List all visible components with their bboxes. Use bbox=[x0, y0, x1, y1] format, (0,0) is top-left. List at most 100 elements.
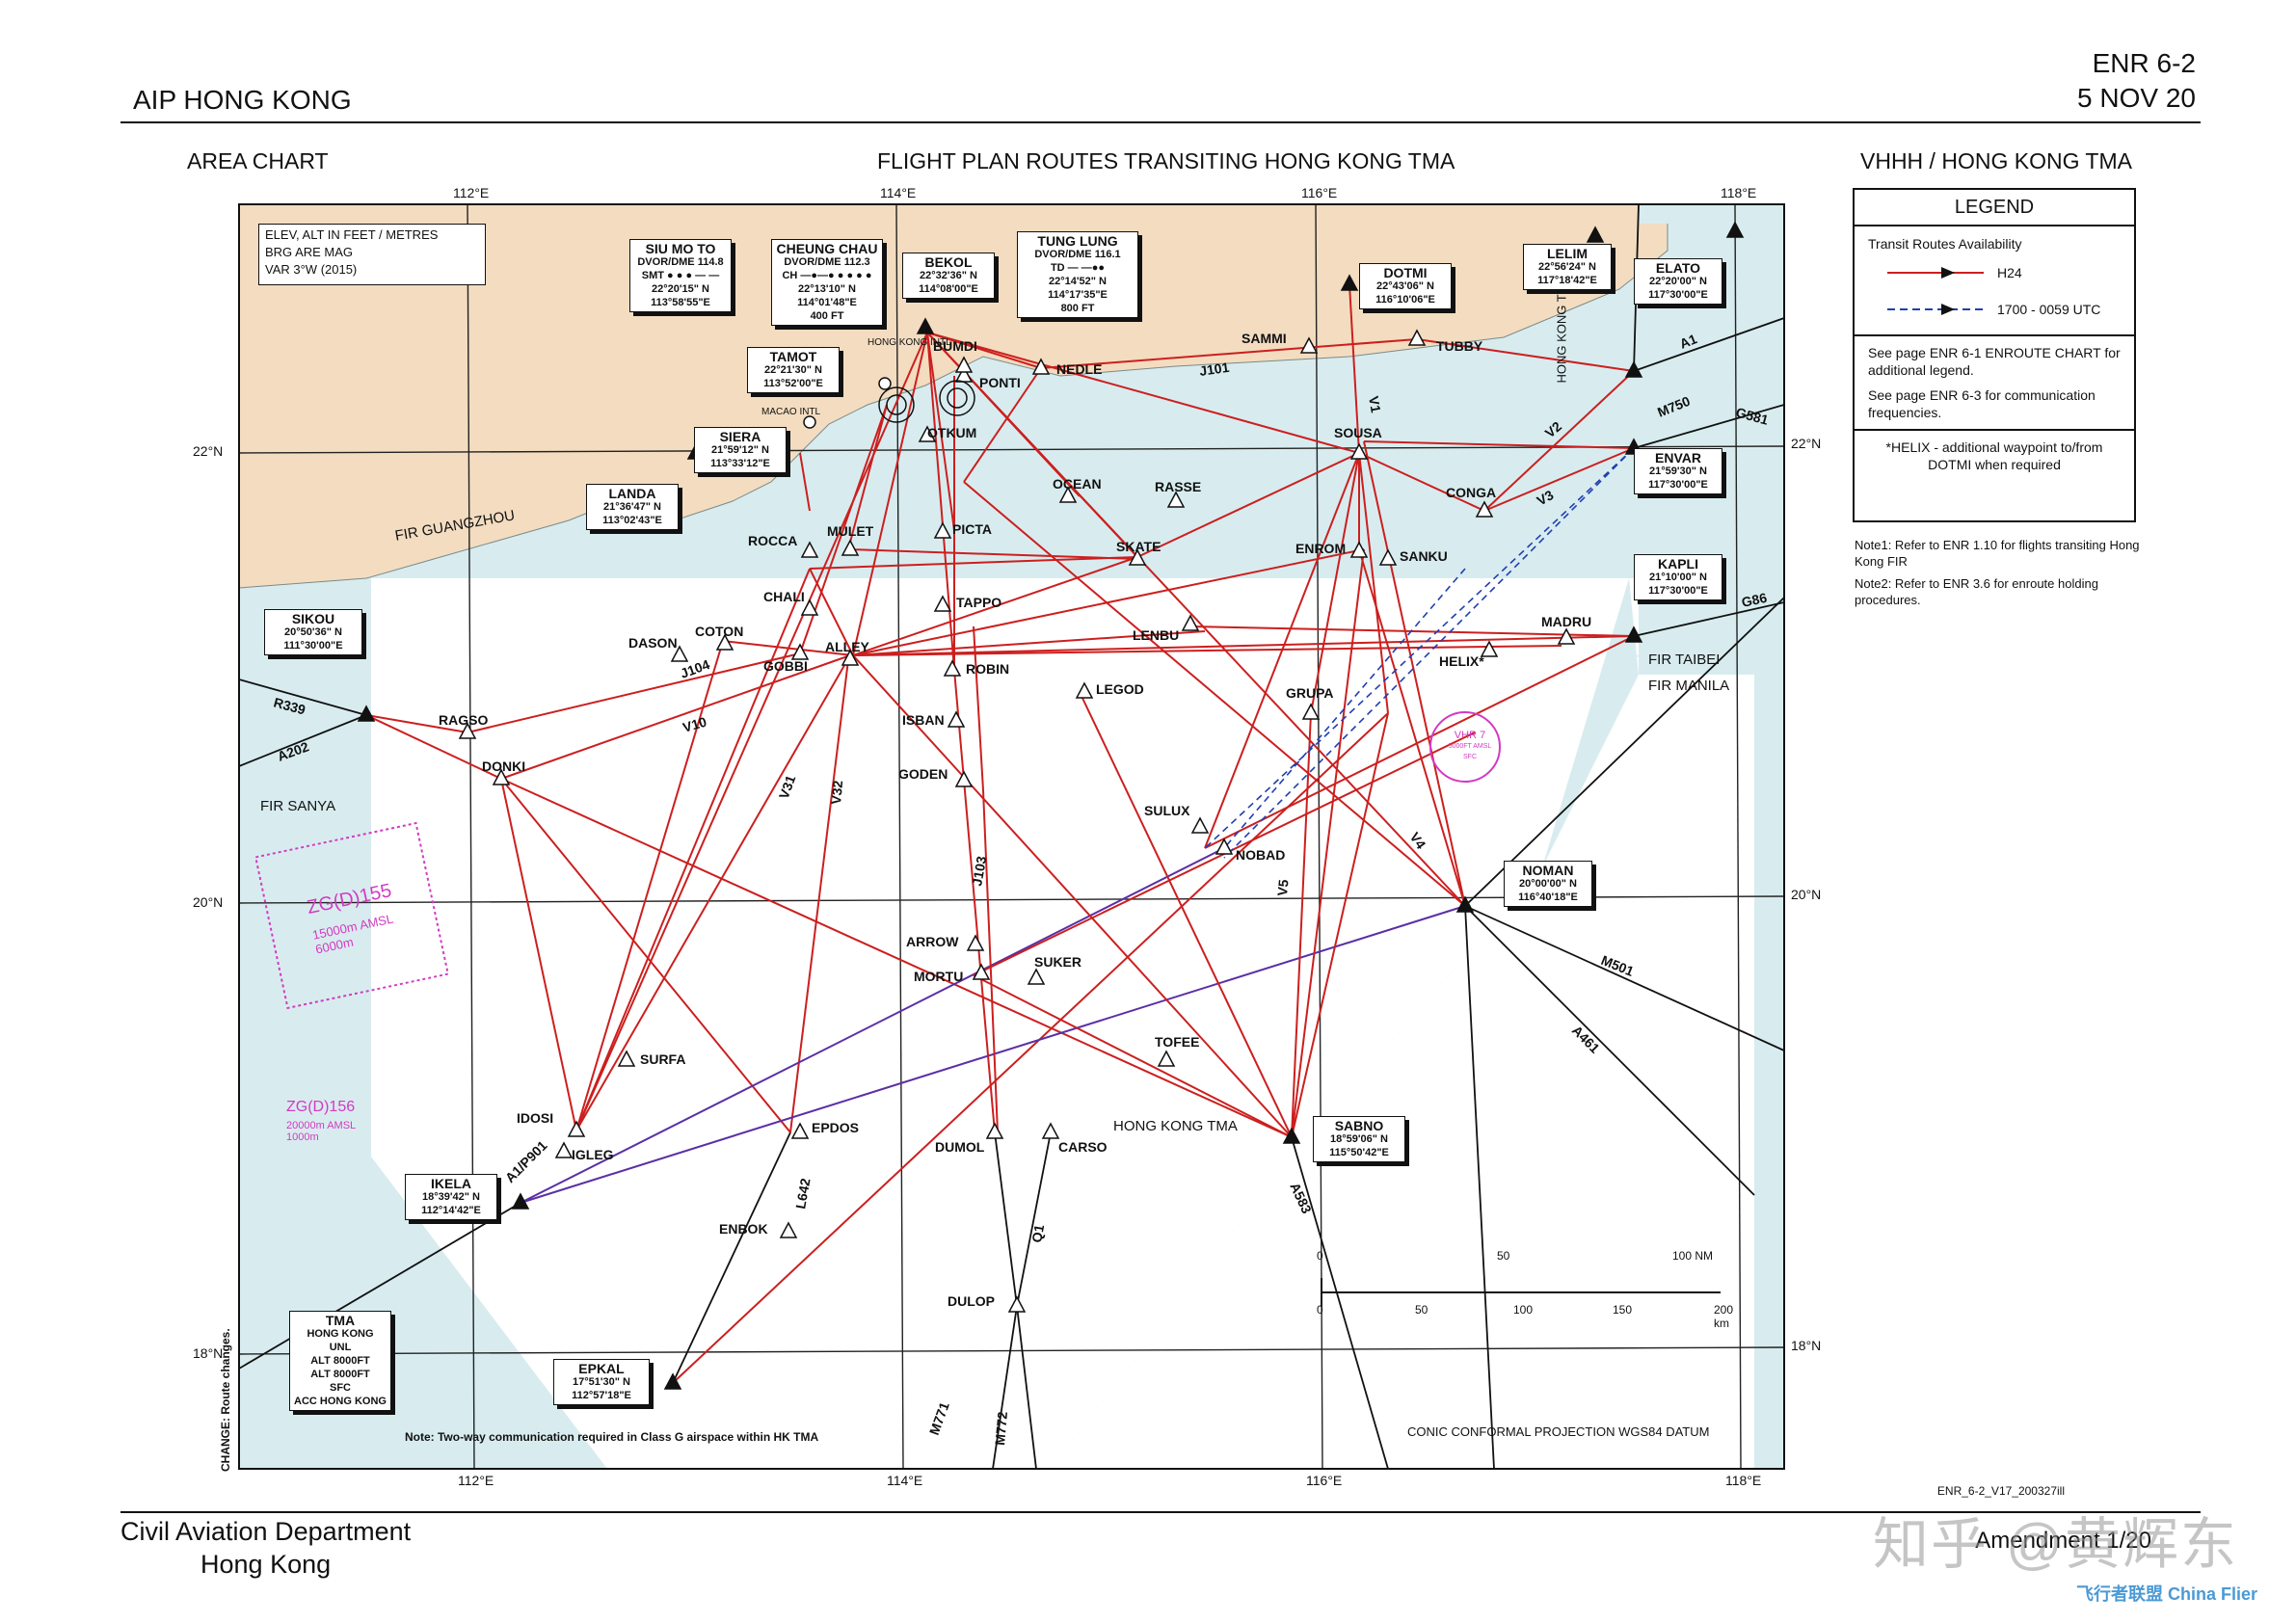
legend-subtitle: Transit Routes Availability bbox=[1868, 236, 2022, 252]
info-brg: BRG ARE MAG bbox=[265, 245, 354, 259]
box-line: CH —●—● ● ● ● ● bbox=[782, 270, 872, 281]
scale-nm-0: 0 bbox=[1317, 1249, 1323, 1263]
waypoint-label: ENBOK bbox=[719, 1221, 768, 1237]
box-line: 113°02'43"E bbox=[602, 515, 662, 526]
utc-route-symbol bbox=[1887, 304, 1984, 315]
lon-112-top: 112°E bbox=[453, 185, 490, 200]
scale-bar: 0 50 100 NM 0 50 100 150 200 km bbox=[1317, 1249, 1735, 1330]
waypoint-label: RAGSO bbox=[439, 712, 488, 728]
box-title: KAPLI bbox=[1658, 556, 1698, 572]
waypoint-label: IDOSI bbox=[517, 1110, 553, 1126]
info-elev: ELEV, ALT IN FEET / METRES bbox=[265, 227, 439, 242]
box-title: TUNG LUNG bbox=[1037, 233, 1118, 249]
restricted-areas bbox=[254, 711, 1501, 1010]
box-line: 22°56'24" N bbox=[1538, 261, 1596, 273]
waypoint-label: GODEN bbox=[898, 766, 948, 782]
box-title: IKELA bbox=[431, 1176, 471, 1191]
waypoint-nedle-icon bbox=[1031, 358, 1051, 375]
scale-nm-100: 100 NM bbox=[1672, 1249, 1714, 1263]
airway-label: M772 bbox=[992, 1411, 1010, 1446]
box-line: 114°01'48"E bbox=[797, 297, 857, 308]
lat-22-right: 22°N bbox=[1791, 436, 1822, 451]
reporting-point-icon bbox=[663, 1372, 682, 1390]
box-line: ALT 8000FT bbox=[310, 1355, 370, 1367]
airway-label: V10 bbox=[681, 714, 708, 735]
airway-label: G86 bbox=[1740, 590, 1768, 610]
box-title: SIU MO TO bbox=[645, 241, 716, 256]
waypoint-label: EPDOS bbox=[812, 1120, 859, 1135]
waypoint-tubby-icon bbox=[1407, 329, 1427, 346]
waypoint-sanku-icon bbox=[1378, 548, 1398, 566]
box-line: ACC HONG KONG bbox=[294, 1396, 387, 1407]
box-line: 22°20'00" N bbox=[1649, 276, 1707, 287]
waypoint-label: DONKI bbox=[482, 758, 525, 774]
main-title: FLIGHT PLAN ROUTES TRANSITING HONG KONG … bbox=[877, 148, 1455, 173]
waypoint-sulux-icon bbox=[1190, 816, 1210, 834]
box-line: 116°40'18"E bbox=[1518, 891, 1578, 903]
waypoint-label: NEDLE bbox=[1056, 361, 1102, 377]
waypoint-label: NOBAD bbox=[1236, 847, 1285, 863]
box-line: 20°50'36" N bbox=[284, 626, 342, 638]
waypoint-label: DASON bbox=[628, 635, 678, 651]
airway-label: L642 bbox=[792, 1177, 813, 1210]
box-title: SIERA bbox=[719, 429, 761, 444]
lon-112-bottom: 112°E bbox=[458, 1473, 494, 1488]
waypoint-rocca-icon bbox=[800, 541, 819, 558]
page-reference: ENR 6-2 5 NOV 20 bbox=[2077, 46, 2196, 116]
lon-116-bottom: 116°E bbox=[1306, 1473, 1343, 1488]
footer-rule bbox=[120, 1511, 2201, 1513]
vhr7-label: VHR 7 bbox=[1454, 730, 1486, 741]
waypoint-sousa-icon bbox=[1349, 442, 1369, 460]
vhr7-lower: SFC bbox=[1463, 754, 1477, 760]
waypoint-label: RASSE bbox=[1155, 479, 1201, 494]
waypoint-epdos-icon bbox=[790, 1122, 810, 1139]
footer-amendment: Amendment 1/20 bbox=[1975, 1528, 2151, 1554]
hk-tma-boundary-label: HONG KONG TMA bbox=[1554, 275, 1569, 384]
box-line: 20°00'00" N bbox=[1519, 878, 1577, 890]
airway-label: V32 bbox=[828, 780, 845, 805]
zg156-upper: 20000m bbox=[286, 1120, 325, 1131]
box-title: CHEUNG CHAU bbox=[776, 241, 878, 256]
vhhh-title: VHHH / HONG KONG TMA bbox=[1860, 148, 2132, 173]
waypoint-label: TOFEE bbox=[1155, 1034, 1199, 1050]
legend-box: LEGEND Transit Routes Availability H24 1… bbox=[1853, 188, 2136, 522]
waypoint-label: OTKUM bbox=[927, 425, 976, 440]
area-chart-title: AREA CHART bbox=[187, 148, 329, 173]
airway-label: J103 bbox=[969, 855, 989, 888]
legend-row-h24: H24 bbox=[1855, 255, 2134, 292]
waypoint-label: GOBBI bbox=[763, 658, 808, 674]
box-line: TD — —●● bbox=[1050, 262, 1106, 274]
zg156-limits: 20000m AMSL 1000m bbox=[286, 1120, 356, 1143]
reporting-point-icon bbox=[1624, 360, 1643, 378]
box-title: LELIM bbox=[1547, 246, 1588, 261]
waypoint-conga-icon bbox=[1475, 500, 1494, 518]
box-title: SABNO bbox=[1334, 1118, 1384, 1133]
box-line: 21°36'47" N bbox=[603, 501, 661, 513]
waypoint-grupa-icon bbox=[1301, 703, 1321, 720]
box-line: 115°50'42"E bbox=[1329, 1147, 1389, 1158]
footer-org: Civil Aviation Department Hong Kong bbox=[120, 1515, 411, 1581]
box-line: 22°20'15" N bbox=[652, 283, 709, 295]
waypoint-nobad-icon bbox=[1215, 838, 1234, 855]
box-line: 22°43'06" N bbox=[1376, 280, 1434, 292]
change-note: CHANGE: Route changes. bbox=[219, 1328, 232, 1472]
airport-label: HONG KONG INTL bbox=[868, 337, 951, 348]
box-line: SFC bbox=[330, 1382, 351, 1394]
box-line: 22°13'10" N bbox=[798, 283, 856, 295]
info-var: VAR 3°W (2015) bbox=[265, 262, 358, 277]
box-line: 112°14'42"E bbox=[421, 1205, 481, 1216]
waypoint-label: COTON bbox=[695, 624, 743, 639]
box-line: 113°52'00"E bbox=[763, 378, 823, 389]
waypoint-label: SULUX bbox=[1144, 803, 1190, 818]
waypoint-ocean-icon bbox=[1058, 486, 1078, 503]
fir-boundaries bbox=[239, 204, 1784, 1469]
lat-22-left: 22°N bbox=[193, 443, 224, 459]
waypoint-label: SANKU bbox=[1400, 548, 1448, 564]
note-1: Note1: Refer to ENR 1.10 for flights tra… bbox=[1855, 538, 2140, 569]
scale-km-200: 200 km bbox=[1714, 1303, 1734, 1330]
waypoint-label: ENROM bbox=[1295, 541, 1346, 556]
